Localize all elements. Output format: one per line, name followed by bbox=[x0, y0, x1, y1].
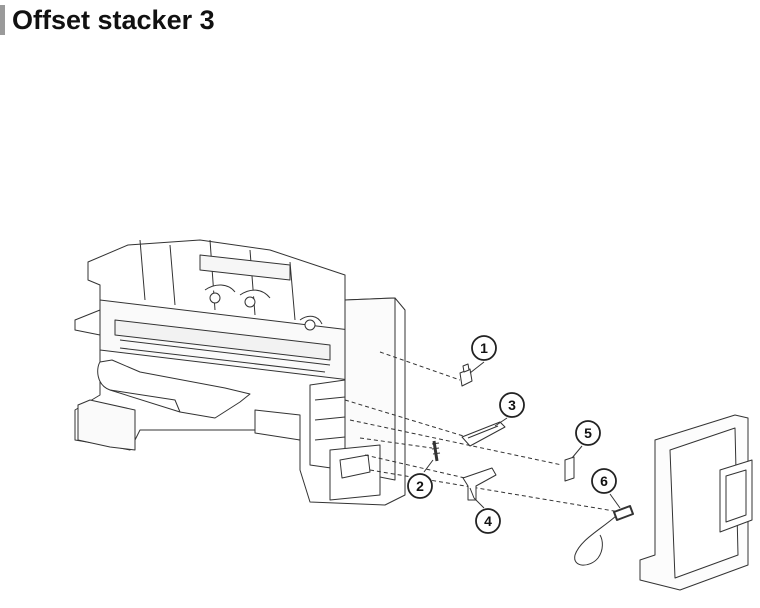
callout-label-6: 6 bbox=[600, 473, 608, 489]
callout-label-5: 5 bbox=[584, 425, 592, 441]
callout-3: 3 bbox=[494, 392, 525, 427]
callout-6: 6 bbox=[591, 468, 621, 509]
page-title-bar: Offset stacker 3 bbox=[0, 4, 215, 36]
side-cover bbox=[639, 414, 753, 591]
page-title: Offset stacker 3 bbox=[12, 4, 215, 35]
part-1-bracket bbox=[459, 363, 473, 387]
stacker-assembly bbox=[74, 239, 406, 506]
part-5-plate bbox=[564, 456, 575, 482]
part-4-lever bbox=[462, 467, 497, 501]
title-accent-bar bbox=[0, 5, 5, 35]
callout-label-4: 4 bbox=[484, 513, 492, 529]
callout-label-1: 1 bbox=[480, 340, 488, 356]
leader-lines bbox=[344, 351, 621, 513]
callout-1: 1 bbox=[469, 335, 497, 374]
part-3-bar bbox=[461, 421, 506, 447]
callout-5: 5 bbox=[571, 420, 601, 459]
part-6-sensor-cable bbox=[574, 505, 634, 566]
callout-2: 2 bbox=[407, 459, 434, 499]
callout-label-3: 3 bbox=[508, 397, 516, 413]
callout-4: 4 bbox=[473, 497, 501, 534]
part-2-spring bbox=[431, 440, 441, 462]
callout-label-2: 2 bbox=[416, 478, 424, 494]
